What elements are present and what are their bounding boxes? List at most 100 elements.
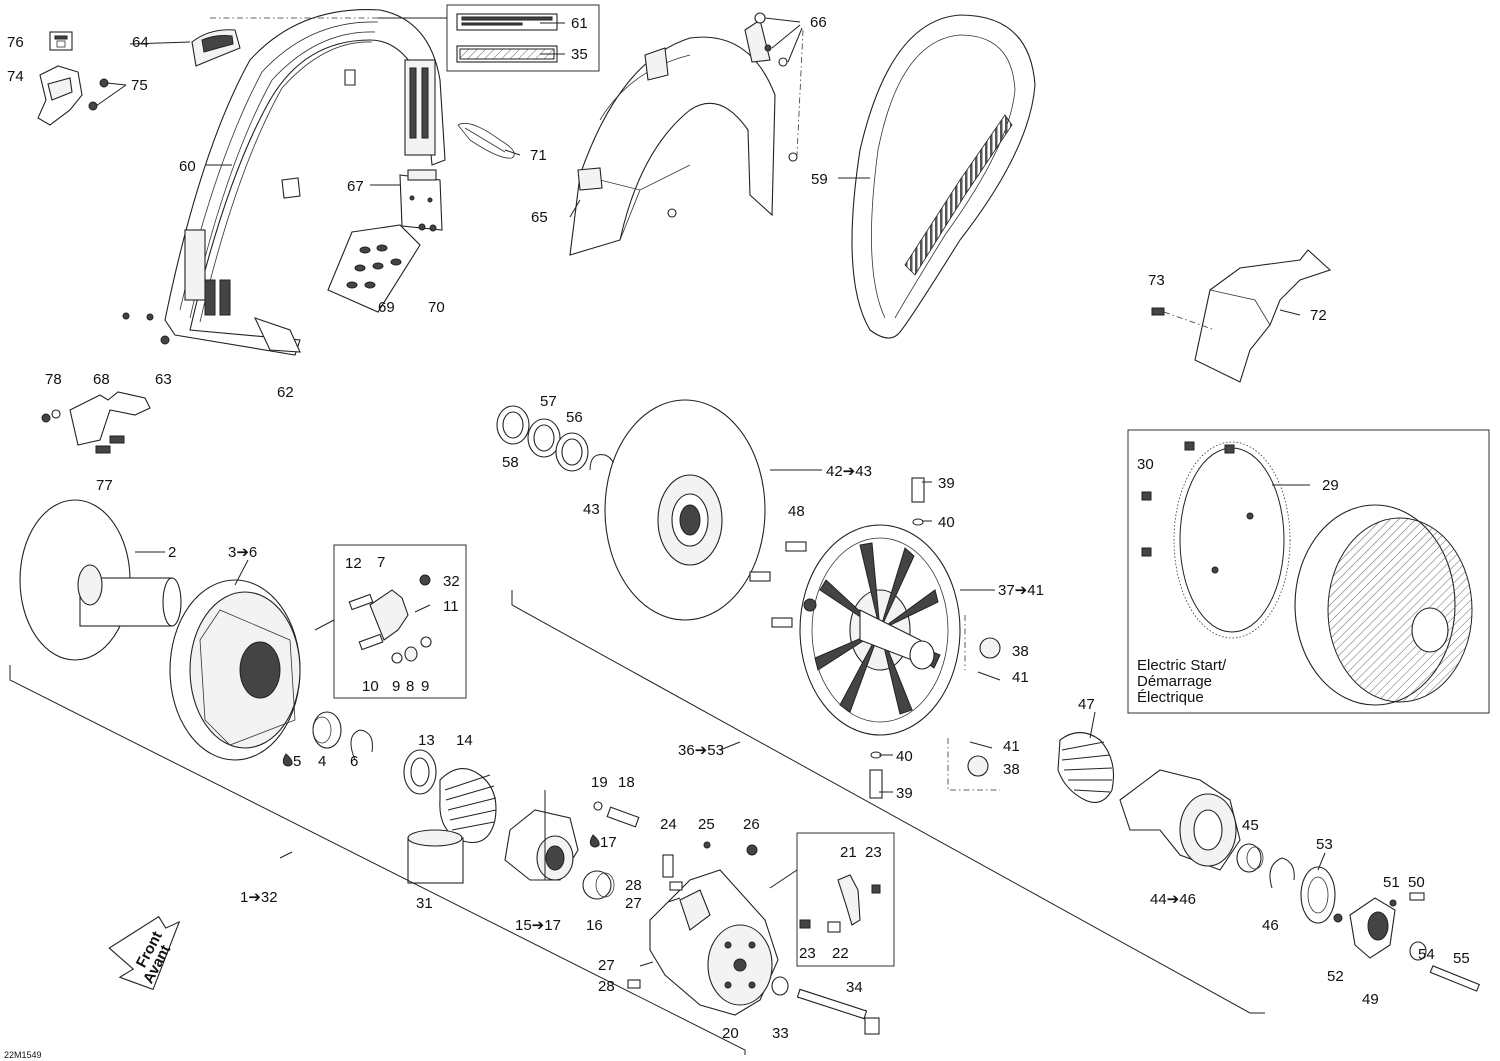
callout-70: 70: [428, 299, 445, 316]
leader-73: [1163, 311, 1216, 331]
callout-62: 62: [277, 384, 294, 401]
part-47-spring: [1057, 731, 1115, 803]
callout-41-bottom: 41: [1003, 738, 1020, 755]
callout-64: 64: [132, 34, 149, 51]
lubricant-drop-icons: [282, 753, 600, 848]
callout-61: 61: [571, 15, 588, 32]
callout-10: 10: [362, 678, 379, 695]
callout-34: 34: [846, 979, 863, 996]
callout-66: 66: [810, 14, 827, 31]
part-74-bracket: [37, 65, 83, 126]
callout-18: 18: [618, 774, 635, 791]
callout-41-top: 41: [1012, 669, 1029, 686]
callout-48: 48: [788, 503, 805, 520]
part-2-drive-pulley-sheave: [19, 499, 182, 661]
part-53-washer: [1300, 866, 1336, 924]
part-49-52-cap: [1333, 892, 1425, 959]
callout-14: 14: [456, 732, 473, 749]
parts-58-57-56-43-washers: [496, 405, 615, 479]
part-64-handle-grip: [191, 29, 241, 67]
callout-63: 63: [155, 371, 172, 388]
callout-24: 24: [660, 816, 677, 833]
callout-23-bottom: 23: [799, 945, 816, 962]
callout-2: 2: [168, 544, 176, 561]
callout-labels: 76 64 74 75 61 35 66 60 71 67 59 65 69 7…: [7, 14, 1470, 1042]
callout-33: 33: [772, 1025, 789, 1042]
callout-42-43: 42➔43: [826, 463, 872, 480]
part-30-bolts: [1141, 441, 1235, 557]
callout-73: 73: [1148, 272, 1165, 289]
callout-23-top: 23: [865, 844, 882, 861]
callout-59: 59: [811, 171, 828, 188]
part-75-nuts: [88, 78, 109, 111]
callout-26: 26: [743, 816, 760, 833]
callout-75: 75: [131, 77, 148, 94]
callout-60: 60: [179, 158, 196, 175]
electric-start-line-3: Électrique: [1137, 689, 1204, 706]
callout-76: 76: [7, 34, 24, 51]
callout-12: 12: [345, 555, 362, 572]
leaders-38-41: [947, 615, 1000, 791]
callout-67: 67: [347, 178, 364, 195]
callout-77: 77: [96, 477, 113, 494]
callout-22: 22: [832, 945, 849, 962]
parts-54-55: [1409, 941, 1481, 992]
callout-54: 54: [1418, 946, 1435, 963]
callout-38-bottom: 38: [1003, 761, 1020, 778]
callout-29: 29: [1322, 477, 1339, 494]
part-15-spider: [504, 809, 579, 881]
callout-5: 5: [293, 753, 301, 770]
callout-16: 16: [586, 917, 603, 934]
part-78-nut: [41, 409, 61, 423]
callout-19: 19: [591, 774, 608, 791]
part-59-drive-belt: [851, 14, 1036, 339]
part-39-40-bolt-bottom: [869, 751, 883, 799]
callout-37-41: 37➔41: [998, 582, 1044, 599]
part-45-bushing: [1236, 843, 1264, 873]
electric-start-line-2: Démarrage: [1137, 673, 1212, 690]
part-16-bushing: [582, 870, 615, 900]
callout-46: 46: [1262, 917, 1279, 934]
part-70-screw: [418, 223, 437, 232]
callout-69: 69: [378, 299, 395, 316]
callout-65: 65: [531, 209, 548, 226]
part-71-hitch-pin: [457, 122, 515, 159]
part-73-screw: [1151, 307, 1165, 316]
part-65-belt-guard-cover: [569, 12, 798, 256]
callout-68: 68: [93, 371, 110, 388]
callout-32: 32: [443, 573, 460, 590]
subassembly-box-21-23: [796, 832, 895, 967]
leader-lines: [95, 22, 1326, 880]
part-42-fixed-sheave: [604, 399, 766, 621]
callout-47: 47: [1078, 696, 1095, 713]
part-6-ring: [350, 729, 373, 761]
callout-74: 74: [7, 68, 24, 85]
callout-27-top: 27: [625, 895, 642, 912]
callout-15-17: 15➔17: [515, 917, 561, 934]
subassembly-box-7-12: [333, 544, 467, 699]
parts-24-25-26-fasteners: [662, 841, 758, 878]
callout-6: 6: [350, 753, 358, 770]
callout-56: 56: [566, 409, 583, 426]
callout-53: 53: [1316, 836, 1333, 853]
callout-20: 20: [722, 1025, 739, 1042]
callout-43: 43: [583, 501, 600, 518]
callout-35: 35: [571, 46, 588, 63]
leader-box-7-12: [314, 619, 335, 631]
front-direction-arrow: Front Avant: [108, 915, 181, 991]
callout-39-bottom: 39: [896, 785, 913, 802]
callout-44-46: 44➔46: [1150, 891, 1196, 908]
callout-13: 13: [418, 732, 435, 749]
part-67-hinge: [399, 169, 443, 231]
part-76-label-sticker: [49, 31, 73, 51]
callout-39-top: 39: [938, 475, 955, 492]
callout-38-top: 38: [1012, 643, 1029, 660]
callout-49: 49: [1362, 991, 1379, 1008]
parts-33-34-washer-bolt: [771, 976, 880, 1035]
assembly-bracket-lines: [9, 590, 1265, 1055]
callout-7: 7: [377, 554, 385, 571]
callout-58: 58: [502, 454, 519, 471]
callout-31: 31: [416, 895, 433, 912]
part-68-bracket: [69, 391, 151, 446]
